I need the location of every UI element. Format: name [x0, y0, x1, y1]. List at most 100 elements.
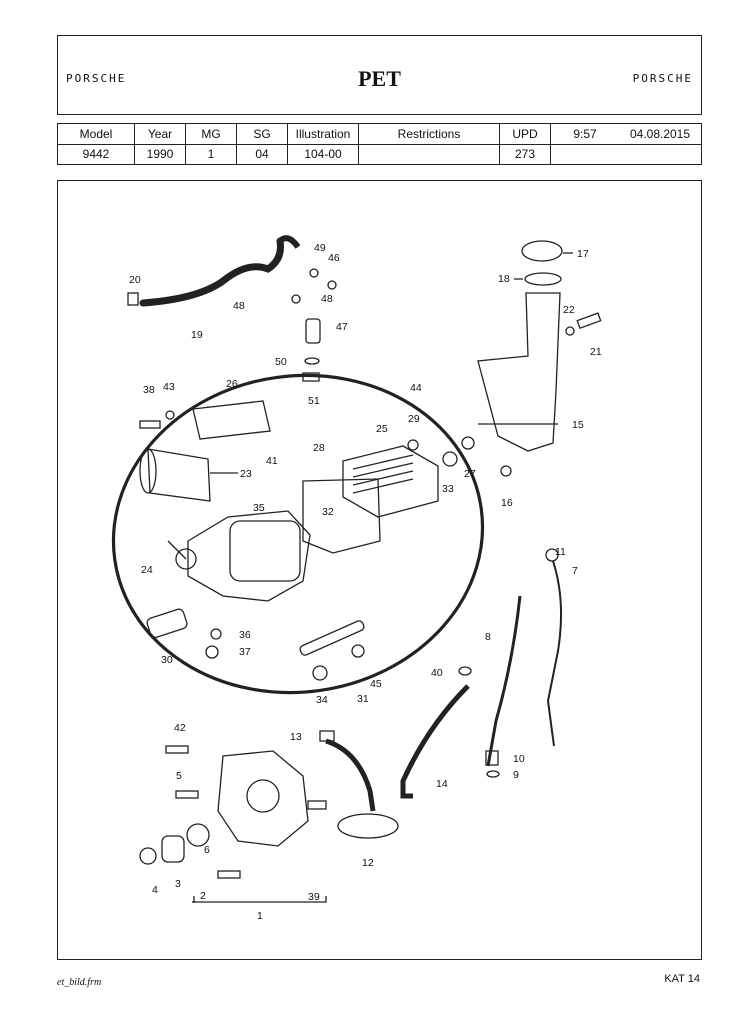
callout-4: 4 [152, 884, 158, 896]
bolt-38 [139, 420, 161, 429]
callout-47: 47 [336, 321, 348, 333]
callout-40: 40 [431, 667, 443, 679]
callout-32: 32 [322, 506, 334, 518]
callout-3: 3 [175, 878, 181, 890]
header-box: PORSCHE PET PORSCHE [57, 35, 702, 115]
dipstick-7 [546, 560, 563, 747]
callout-23: 23 [240, 468, 252, 480]
breather-hose-19 [139, 237, 284, 307]
oil-filter-housing-24 [187, 510, 311, 602]
callout-18: 18 [498, 273, 510, 285]
callout-13: 13 [290, 731, 302, 743]
callout-42: 42 [174, 722, 186, 734]
callout-17: 17 [577, 248, 589, 260]
bolt-6 [217, 870, 241, 879]
callout-37: 37 [239, 646, 251, 658]
callout-8: 8 [485, 631, 491, 643]
callout-46: 46 [328, 252, 340, 264]
gasket-13 [319, 730, 335, 742]
callout-26: 26 [226, 378, 238, 390]
seal-2 [186, 823, 210, 847]
callout-5: 5 [176, 770, 182, 782]
o-ring-45 [351, 644, 365, 658]
illustration-label: Illustration [287, 123, 359, 145]
o-ring-29 [407, 439, 419, 451]
callout-27: 27 [464, 468, 476, 480]
washer-22 [565, 326, 575, 336]
callout-1: 1 [257, 910, 263, 922]
callout-20: 20 [129, 274, 141, 286]
sg-label: SG [236, 123, 288, 145]
parts-illustration: 1 2 3 4 5 6 7 8 9 10 11 12 13 14 15 16 1… [111, 235, 602, 922]
washer-43 [165, 410, 175, 420]
o-ring-4 [139, 847, 157, 865]
oil-cooler-25 [342, 445, 439, 518]
bolt-5 [175, 790, 199, 799]
time-value: 9:57 [550, 123, 619, 145]
restrictions-value [358, 143, 500, 165]
dipstick-tube-8 [486, 595, 522, 767]
vehicle-info-table: Model Year MG SG Illustration Restrictio… [57, 123, 702, 165]
o-ring-34 [312, 665, 328, 681]
callout-34: 34 [316, 694, 328, 706]
porsche-logo-right: PORSCHE [632, 72, 693, 85]
suction-pipe-14 [400, 684, 470, 799]
callout-24: 24 [141, 564, 153, 576]
o-ring-33 [442, 451, 458, 467]
bearing-3 [161, 835, 185, 863]
callout-2: 2 [200, 890, 206, 902]
callout-11: 11 [555, 546, 566, 558]
callout-12: 12 [362, 857, 374, 869]
washer-50 [304, 357, 320, 365]
bracket-26 [192, 400, 271, 440]
callout-25: 25 [376, 423, 388, 435]
callout-33: 33 [442, 483, 454, 495]
callout-16: 16 [501, 497, 513, 509]
callout-10: 10 [513, 753, 525, 765]
date-value: 04.08.2015 [619, 123, 702, 145]
callout-41: 41 [266, 455, 278, 467]
year-value: 1990 [134, 143, 186, 165]
oil-strainer-12 [325, 738, 376, 812]
callout-35: 35 [253, 502, 265, 514]
form-filename: et_bild.frm [57, 977, 102, 988]
filler-cap-17 [521, 240, 563, 262]
bolt-42 [165, 745, 189, 754]
mg-value: 1 [185, 143, 237, 165]
highlight-ellipse [111, 373, 485, 695]
callout-39: 39 [308, 891, 320, 903]
washer-40 [458, 666, 472, 676]
model-value: 9442 [57, 143, 135, 165]
upd-label: UPD [499, 123, 551, 145]
callout-30: 30 [161, 654, 173, 666]
gasket-28 [302, 478, 381, 554]
callout-51: 51 [308, 395, 320, 407]
restrictions-label: Restrictions [358, 123, 500, 145]
seal-16 [500, 465, 512, 477]
washer-36 [210, 628, 222, 640]
porsche-logo-left: PORSCHE [66, 72, 127, 85]
callout-49: 49 [314, 242, 326, 254]
catalog-page-ref: KAT 14 [664, 973, 700, 985]
mg-label: MG [185, 123, 237, 145]
o-ring-27 [461, 436, 475, 450]
callout-48a: 48 [233, 300, 245, 312]
callout-50: 50 [275, 356, 287, 368]
callout-31: 31 [357, 693, 369, 705]
callout-43: 43 [163, 381, 175, 393]
callout-28: 28 [313, 442, 325, 454]
callout-29: 29 [408, 413, 420, 425]
callout-22: 22 [563, 304, 575, 316]
clip-48a [291, 294, 301, 304]
plug-10 [485, 750, 499, 766]
callout-9: 9 [513, 769, 519, 781]
callout-45: 45 [370, 678, 382, 690]
model-label: Model [57, 123, 135, 145]
hose-clamp-20 [127, 292, 139, 306]
callout-19: 19 [191, 329, 203, 341]
year-label: Year [134, 123, 186, 145]
callout-14: 14 [436, 778, 448, 790]
oil-pump-1 [217, 750, 309, 847]
pipe-31 [299, 620, 365, 656]
callout-6: 6 [204, 844, 210, 856]
